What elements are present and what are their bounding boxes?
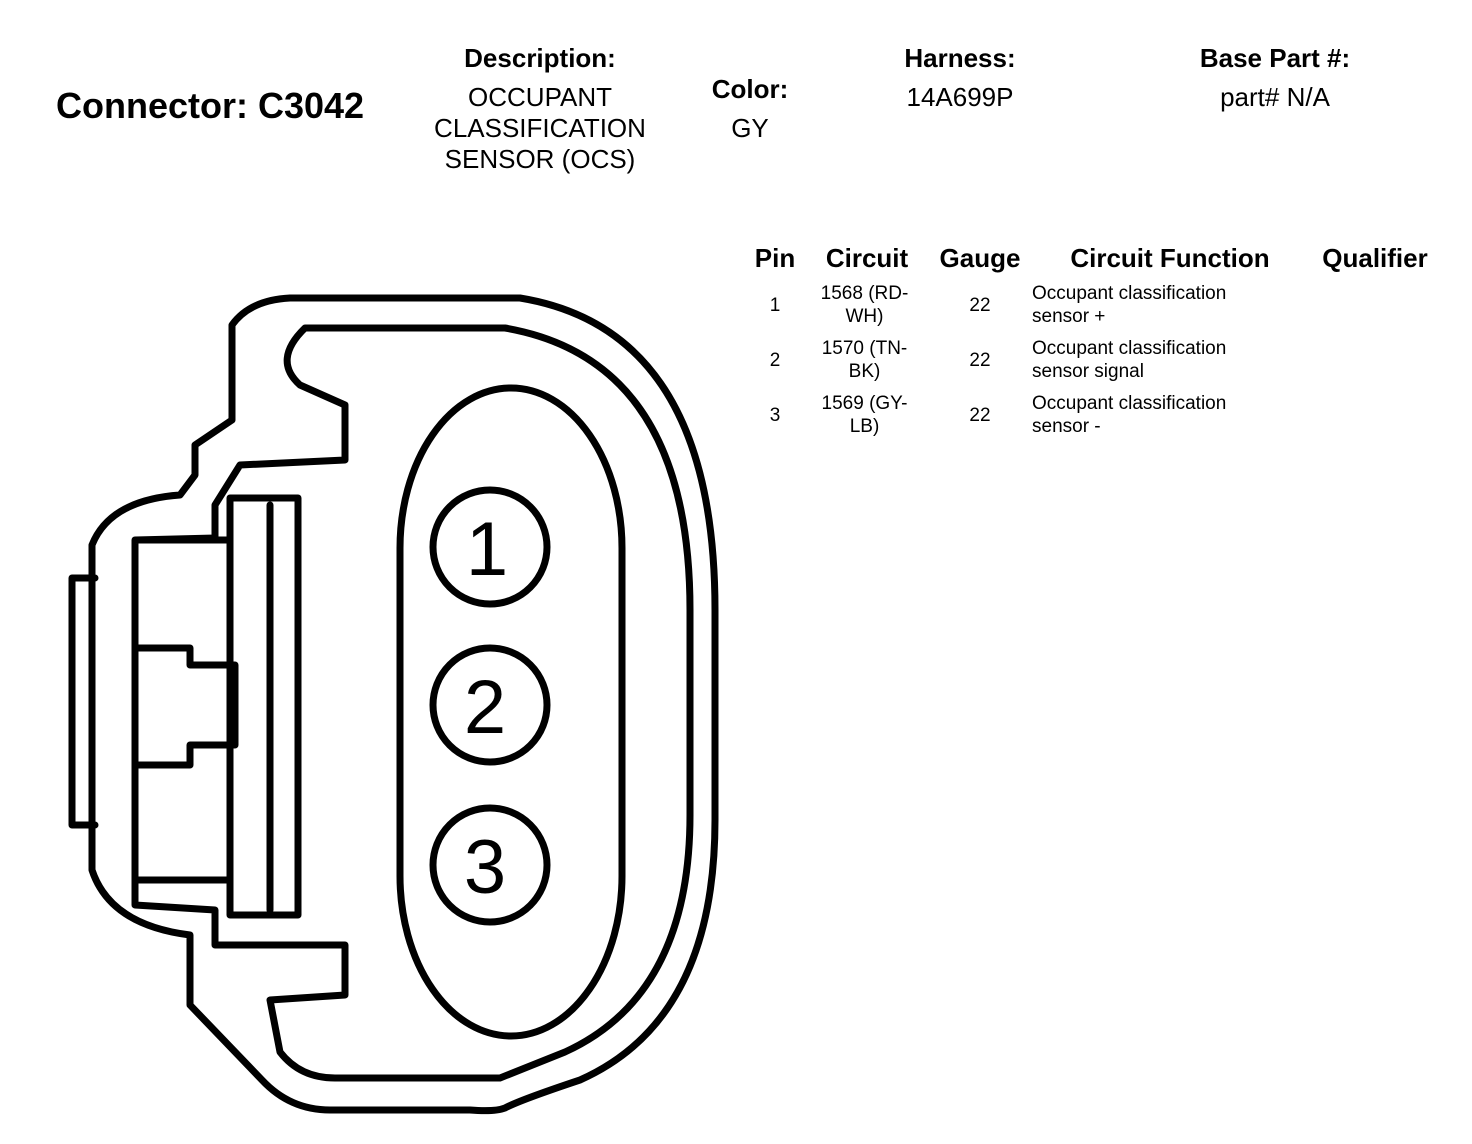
pin-number: 1	[769, 295, 781, 316]
header-circuit: Circuit	[825, 243, 909, 273]
pin-2-label: 2	[464, 665, 506, 750]
pin-1: 1	[429, 486, 551, 608]
gauge-value: 22	[969, 405, 991, 426]
circuit-value: 1568 (RD- WH)	[820, 283, 909, 327]
pin-number: 3	[769, 405, 781, 426]
base-part-label: Base Part #:	[1199, 43, 1351, 73]
harness-value: 14A699P	[906, 82, 1014, 112]
color-value: GY	[731, 113, 769, 143]
header-gauge: Gauge	[939, 243, 1021, 273]
base-part-value: part# N/A	[1220, 82, 1330, 112]
lock-rail	[226, 494, 302, 919]
description-label: Description:	[464, 43, 616, 73]
color-label: Color:	[711, 74, 789, 104]
connector-face-diagram: 1 2 3	[68, 294, 719, 1115]
circuit-function-value: Occupant classification sensor +	[1032, 283, 1227, 327]
header-qualifier: Qualifier	[1322, 243, 1428, 273]
header-circuit-function: Circuit Function	[1070, 243, 1270, 273]
connector-title: Connector: C3042	[56, 85, 365, 126]
table-row: 3 1569 (GY- LB) 22 Occupant classificati…	[745, 392, 1445, 442]
description-value: OCCUPANT CLASSIFICATION SENSOR (OCS)	[434, 82, 646, 174]
table-row: 2 1570 (TN- BK) 22 Occupant classificati…	[745, 337, 1445, 387]
pin-cavity	[396, 384, 626, 1040]
table-row: 1 1568 (RD- WH) 22 Occupant classificati…	[745, 282, 1445, 332]
pin-2-circle	[429, 644, 551, 766]
circuit-value: 1569 (GY- LB)	[821, 393, 908, 437]
header-pin: Pin	[754, 243, 796, 273]
pin-number: 2	[769, 350, 781, 371]
pin-1-circle	[429, 486, 551, 608]
gauge-value: 22	[969, 350, 991, 371]
circuit-function-value: Occupant classification sensor signal	[1032, 338, 1227, 382]
pin-1-label: 1	[466, 507, 508, 592]
pin-3-circle	[429, 804, 551, 926]
lock-window	[134, 536, 239, 884]
pin-3-label: 3	[464, 825, 506, 910]
harness-label: Harness:	[904, 43, 1016, 73]
circuit-value: 1570 (TN- BK)	[821, 338, 908, 382]
gauge-value: 22	[969, 295, 991, 316]
housing-inner-outline	[131, 324, 694, 1082]
pin-3: 3	[429, 804, 551, 926]
latch-tab	[68, 574, 99, 829]
housing-outer-outline	[88, 294, 719, 1115]
pin-2: 2	[429, 644, 551, 766]
circuit-function-value: Occupant classification sensor -	[1032, 393, 1227, 437]
